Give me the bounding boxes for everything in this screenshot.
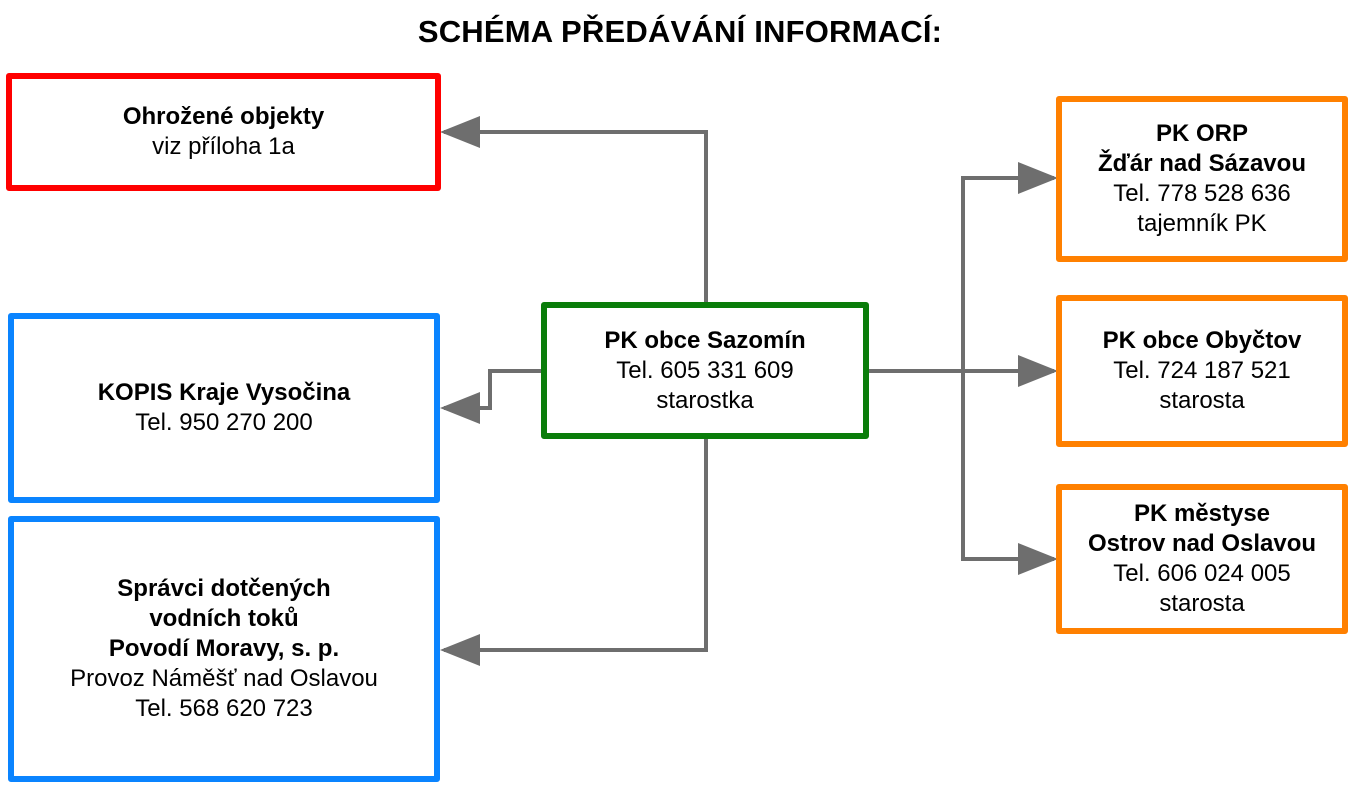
box-orp-zdar: PK ORP Žďár nad Sázavou Tel. 778 528 636… [1056, 96, 1348, 262]
box-kopis: KOPIS Kraje Vysočina Tel. 950 270 200 [8, 313, 440, 503]
river-name-line2: vodních toků [149, 605, 299, 632]
box-threatened-objects: Ohrožené objekty viz příloha 1a [6, 73, 441, 191]
ostrov-role: starosta [1159, 590, 1245, 617]
river-name-line1: Správci dotčených [117, 575, 331, 602]
ostrov-name-line1: PK městyse [1133, 500, 1271, 527]
arrow-to-river [440, 438, 708, 666]
river-unit: Provoz Náměšť nad Oslavou [70, 665, 378, 692]
kopis-phone: Tel. 950 270 200 [135, 409, 313, 436]
orp-role: tajemník PK [1137, 210, 1267, 237]
center-phone: Tel. 605 331 609 [616, 356, 794, 384]
arrow-to-kopis [440, 369, 542, 424]
ostrov-phone: Tel. 606 024 005 [1113, 560, 1291, 587]
ostrov-name-line2: Ostrov nad Oslavou [1087, 530, 1317, 557]
threatened-name: Ohrožené objekty [122, 103, 325, 130]
threatened-note: viz příloha 1a [152, 133, 295, 160]
arrow-to-ostrov [961, 371, 1058, 575]
orp-name-line2: Žďár nad Sázavou [1098, 150, 1306, 177]
diagram-title: SCHÉMA PŘEDÁVÁNÍ INFORMACÍ: [417, 14, 943, 49]
box-ostrov: PK městyse Ostrov nad Oslavou Tel. 606 0… [1056, 484, 1348, 634]
arrow-to-orp [961, 162, 1058, 371]
obyctov-role: starosta [1159, 387, 1245, 414]
obyctov-phone: Tel. 724 187 521 [1113, 357, 1291, 384]
center-role: starostka [656, 386, 754, 414]
river-phone: Tel. 568 620 723 [135, 695, 313, 722]
river-name-line3: Povodí Moravy, s. p. [108, 635, 340, 662]
box-center-sazomin: PK obce Sazomín Tel. 605 331 609 starost… [541, 302, 869, 439]
box-obyctov: PK obce Obyčtov Tel. 724 187 521 starost… [1056, 295, 1348, 447]
orp-phone: Tel. 778 528 636 [1113, 180, 1291, 207]
box-river-managers: Správci dotčených vodních toků Povodí Mo… [8, 516, 440, 782]
center-name: PK obce Sazomín [604, 326, 806, 354]
obyctov-name: PK obce Obyčtov [1102, 327, 1302, 354]
kopis-name: KOPIS Kraje Vysočina [97, 379, 351, 406]
arrow-to-threatened [440, 116, 708, 303]
orp-name-line1: PK ORP [1155, 120, 1248, 147]
